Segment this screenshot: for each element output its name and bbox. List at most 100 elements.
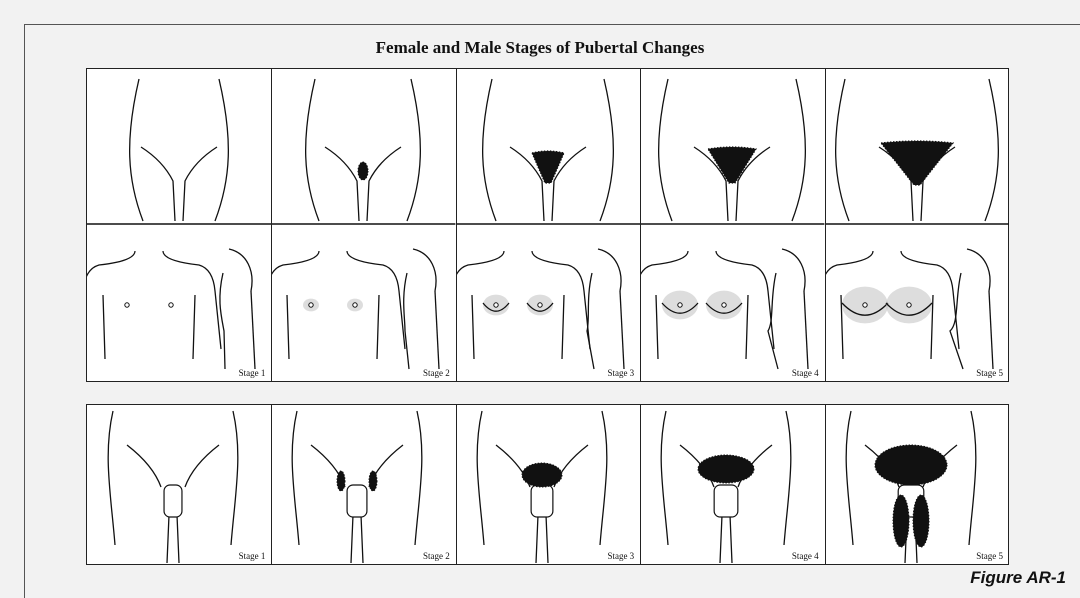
cell-divider — [456, 69, 457, 381]
male-thigh-lines — [167, 515, 179, 563]
nipple — [906, 303, 910, 307]
thigh-hair — [913, 495, 929, 547]
pubic-hair — [875, 445, 947, 485]
nipple — [125, 303, 129, 307]
side-profile-back-line — [967, 249, 990, 291]
male-groin-left-line — [127, 445, 161, 487]
nipple — [169, 303, 173, 307]
female-stage-illustration — [456, 69, 640, 381]
male-stage-cell: Stage 3 — [456, 405, 640, 564]
pubic-hair — [369, 471, 377, 491]
side-profile-back-line — [229, 249, 252, 291]
side-profile-back-line — [598, 249, 621, 291]
male-hip-left-outline — [846, 411, 853, 545]
side-profile-front-line — [220, 273, 225, 369]
female-hip-right-outline — [215, 79, 228, 221]
female-groin-right-line — [183, 147, 217, 221]
female-stage-cell: Stage 4 — [640, 69, 824, 381]
stage-label: Stage 5 — [976, 551, 1003, 561]
female-stage-cell: Stage 1 — [87, 69, 271, 381]
female-hip-left-outline — [659, 79, 672, 221]
stage-label: Stage 1 — [239, 551, 266, 561]
pubic-hair — [522, 463, 562, 487]
male-stage-illustration — [456, 405, 640, 564]
female-stage-cell: Stage 2 — [271, 69, 455, 381]
stage-label: Stage 2 — [423, 551, 450, 561]
nipple — [353, 303, 357, 307]
female-stage-cell: Stage 3 — [456, 69, 640, 381]
nipple — [309, 303, 313, 307]
genitalia-outline — [347, 485, 367, 517]
figure-frame-top — [24, 24, 1080, 25]
female-groin-right-line — [367, 147, 401, 221]
pubic-hair — [358, 162, 368, 180]
side-profile-back-lower — [804, 291, 808, 369]
nipple — [538, 303, 542, 307]
male-stage-illustration — [825, 405, 1009, 564]
cell-divider — [456, 405, 457, 564]
side-profile-front-line — [768, 273, 778, 369]
stage-label: Stage 4 — [792, 368, 819, 378]
cell-divider — [271, 69, 272, 381]
side-profile-front-line — [404, 273, 409, 369]
pubic-hair — [881, 141, 953, 185]
stage-label: Stage 2 — [423, 368, 450, 378]
side-profile-back-lower — [620, 291, 624, 369]
stage-label: Stage 1 — [239, 368, 266, 378]
nipple — [678, 303, 682, 307]
stage-label: Stage 5 — [976, 368, 1003, 378]
torso-side-lines — [287, 295, 379, 359]
male-stage-illustration — [640, 405, 824, 564]
cell-divider — [825, 69, 826, 381]
male-hip-right-outline — [600, 411, 607, 545]
genitalia-outline — [164, 485, 182, 517]
chest-left-outline — [87, 251, 135, 349]
side-profile-front-line — [587, 273, 594, 369]
female-groin-left-line — [141, 147, 175, 221]
female-stage-cell: Stage 5 — [825, 69, 1009, 381]
male-hip-left-outline — [477, 411, 484, 545]
female-hip-left-outline — [130, 79, 143, 221]
pubic-hair — [337, 471, 345, 491]
female-stage-illustration — [640, 69, 824, 381]
genitalia-outline — [714, 485, 738, 517]
male-stage-cell: Stage 5 — [825, 405, 1009, 564]
stage-label: Stage 3 — [607, 368, 634, 378]
thigh-hair — [893, 495, 909, 547]
male-stage-illustration — [271, 405, 455, 564]
torso-side-lines — [103, 295, 195, 359]
stage-label: Stage 4 — [792, 551, 819, 561]
side-profile-back-lower — [251, 291, 255, 369]
female-hip-left-outline — [306, 79, 319, 221]
cell-divider — [640, 69, 641, 381]
pubic-hair — [698, 455, 754, 483]
male-stage-cell: Stage 1 — [87, 405, 271, 564]
male-thigh-lines — [720, 515, 732, 563]
female-hip-right-outline — [792, 79, 805, 221]
male-stages-panel: Stage 1 Stage 2 Stage 3 Stage 4 Stage 5 — [86, 404, 1009, 565]
male-stage-cell: Stage 4 — [640, 405, 824, 564]
male-stage-cell: Stage 2 — [271, 405, 455, 564]
female-hip-left-outline — [835, 79, 848, 221]
cell-divider — [271, 405, 272, 564]
female-hip-left-outline — [482, 79, 495, 221]
chest-right-outline — [163, 251, 221, 349]
side-profile-back-line — [413, 249, 436, 291]
female-stage-illustration — [271, 69, 455, 381]
female-stage-illustration — [87, 69, 271, 381]
nipple — [862, 303, 866, 307]
male-thigh-lines — [351, 515, 363, 563]
male-hip-right-outline — [784, 411, 791, 545]
side-profile-back-line — [782, 249, 805, 291]
pubic-hair — [532, 151, 564, 183]
male-hip-left-outline — [293, 411, 300, 545]
cell-divider — [640, 405, 641, 564]
female-hip-right-outline — [600, 79, 613, 221]
female-hip-right-outline — [407, 79, 420, 221]
side-profile-back-lower — [435, 291, 439, 369]
male-hip-left-outline — [661, 411, 668, 545]
figure-title: Female and Male Stages of Pubertal Chang… — [0, 38, 1080, 58]
male-hip-left-outline — [108, 411, 115, 545]
side-profile-back-lower — [989, 291, 993, 369]
nipple — [722, 303, 726, 307]
